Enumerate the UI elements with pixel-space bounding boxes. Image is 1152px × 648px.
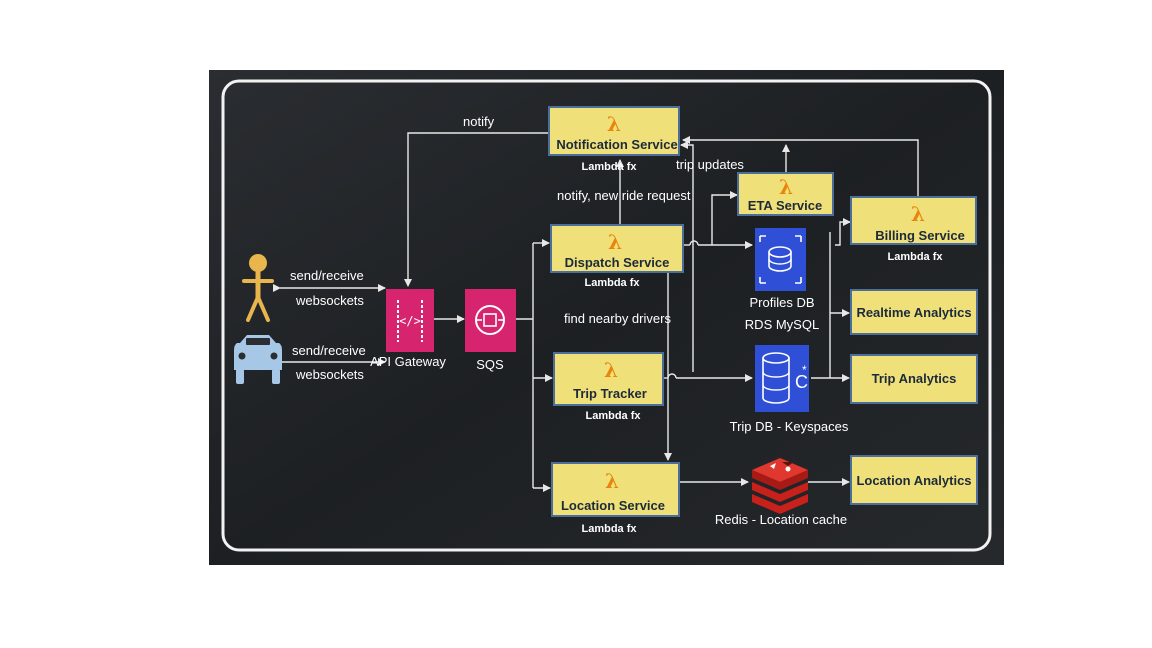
to-billing-arrow <box>835 218 851 246</box>
diagram-frame <box>221 79 992 552</box>
location-service-label: Location Service <box>561 498 665 513</box>
notification-service-label: Notification Service <box>556 137 677 152</box>
svg-text:C: C <box>795 372 808 392</box>
trip-updates-arrow <box>680 141 694 372</box>
realtime-analytics-box: Realtime Analytics <box>850 289 978 335</box>
api-gateway-icon: </> <box>386 289 434 352</box>
car-icon <box>234 335 282 384</box>
eta-service-label: ETA Service <box>748 198 822 213</box>
trip-analytics-box: Trip Analytics <box>850 354 978 404</box>
location-service-sublabel: Lambda fx <box>581 523 637 535</box>
notification-service-box: λ Notification Service <box>548 106 680 156</box>
realtime-analytics-label: Realtime Analytics <box>856 305 971 320</box>
trip-analytics-label: Trip Analytics <box>872 371 957 386</box>
lambda-icon: λ <box>911 202 925 226</box>
eta-service-box: λ ETA Service <box>737 172 834 216</box>
lambda-icon: λ <box>779 175 793 199</box>
location-analytics-box: Location Analytics <box>850 455 978 505</box>
profiles-db-engine-label: RDS MySQL <box>745 317 819 332</box>
keyspaces-database-icon: C * <box>755 345 809 412</box>
location-service-box: λ Location Service <box>551 462 680 517</box>
api-gateway-label: API Gateway <box>370 354 446 369</box>
rider-ws-label: websockets <box>295 293 364 308</box>
person-icon <box>242 254 274 322</box>
dispatch-service-sublabel: Lambda fx <box>584 277 640 289</box>
lambda-icon: λ <box>605 469 619 493</box>
notification-service-sublabel: Lambda fx <box>581 161 637 173</box>
line-hop-1 <box>689 240 699 246</box>
redis-icon <box>752 458 808 514</box>
trip-db-label: Trip DB - Keyspaces <box>730 419 849 434</box>
notify-arrow <box>404 132 548 287</box>
sqs-label: SQS <box>476 357 504 372</box>
redis-label: Redis - Location cache <box>715 512 847 527</box>
trip-updates-label: trip updates <box>676 157 744 172</box>
driver-send-label: send/receive <box>292 343 366 358</box>
trip-tracker-sublabel: Lambda fx <box>585 410 641 422</box>
notify-new-ride-label: notify, new ride request <box>557 188 691 203</box>
find-nearby-label: find nearby drivers <box>564 311 671 326</box>
svg-text:</>: </> <box>399 314 421 328</box>
line-hop-2 <box>667 373 677 379</box>
trip-tracker-label: Trip Tracker <box>573 386 647 401</box>
billing-service-label: Billing Service <box>875 228 965 243</box>
rds-database-icon <box>755 228 806 291</box>
billing-to-notification-arrow <box>682 136 919 196</box>
notify-label: notify <box>463 114 495 129</box>
trip-tracker-box: λ Trip Tracker <box>553 352 664 406</box>
dispatch-service-label: Dispatch Service <box>565 255 670 270</box>
location-analytics-label: Location Analytics <box>856 473 971 488</box>
sqs-icon <box>465 289 516 352</box>
connectors <box>273 132 919 492</box>
dispatch-service-box: λ Dispatch Service <box>550 224 684 273</box>
lambda-icon: λ <box>607 112 621 136</box>
billing-service-box: λ Billing Service <box>850 196 977 245</box>
billing-service-sublabel: Lambda fx <box>887 251 943 263</box>
profiles-db-label: Profiles DB <box>749 295 814 310</box>
rider-send-label: send/receive <box>290 268 364 283</box>
svg-text:*: * <box>802 363 807 377</box>
driver-ws-label: websockets <box>295 367 364 382</box>
lambda-icon: λ <box>608 230 622 254</box>
to-eta-arrow <box>711 191 738 245</box>
lambda-icon: λ <box>604 358 618 382</box>
